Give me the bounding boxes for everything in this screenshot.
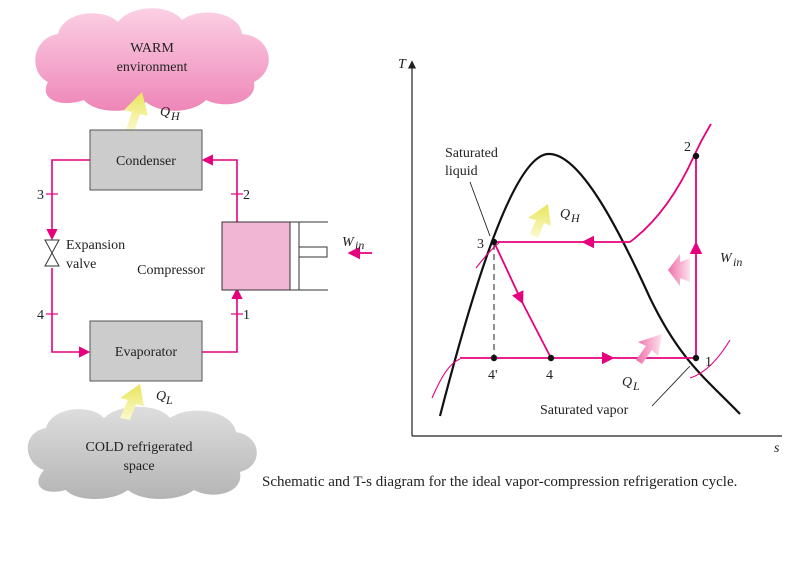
expansion-valve: Expansion valve	[44, 238, 125, 272]
ts-state-4-prime: 4'	[488, 368, 498, 383]
ts-qh-symbol: Q	[560, 207, 570, 222]
axis-t-label: T	[398, 57, 407, 72]
ts-ql-symbol: Q	[622, 375, 632, 390]
ts-win-subscript: in	[733, 255, 742, 269]
qh-subscript: H	[170, 109, 181, 123]
ts-diagram: T s	[398, 57, 782, 456]
schematic-state-4: 4	[37, 308, 44, 323]
ts-qh-subscript: H	[570, 211, 581, 225]
evaporator-box: Evaporator	[89, 320, 203, 382]
ts-ql-subscript: L	[632, 379, 640, 393]
cold-space-line1: COLD refrigerated	[86, 440, 193, 455]
saturated-liquid-line1: Saturated	[445, 146, 498, 161]
schematic: WARM environment COLD refrigerated space…	[27, 8, 372, 499]
condenser-label: Condenser	[116, 154, 176, 169]
schematic-win-symbol: W	[342, 235, 355, 250]
ts-state-1: 1	[705, 355, 712, 370]
ts-ql-heat-arrow: Q L	[622, 334, 662, 393]
ql-heat-arrow: Q L	[120, 384, 173, 420]
state-points	[490, 152, 700, 362]
warm-env-line2: environment	[117, 60, 188, 75]
expansion-valve-line1: Expansion	[66, 238, 125, 253]
saturated-liquid-line2: liquid	[445, 164, 478, 179]
figure-caption: Schematic and T-s diagram for the ideal …	[262, 474, 737, 490]
axis-s-label: s	[774, 441, 780, 456]
compressor-label: Compressor	[137, 263, 205, 278]
ts-win-symbol: W	[720, 251, 733, 266]
schematic-state-1: 1	[243, 308, 250, 323]
compressor: Compressor W in	[137, 221, 372, 291]
qh-symbol: Q	[160, 105, 170, 120]
schematic-state-2: 2	[243, 188, 250, 203]
schematic-state-labels: 3 4 2 1	[37, 188, 250, 323]
cold-space-line2: space	[123, 459, 154, 474]
isobar-curves	[431, 241, 731, 399]
warm-env-line1: WARM	[130, 41, 174, 56]
ts-axes	[407, 60, 782, 437]
condenser-box: Condenser	[89, 129, 203, 191]
expansion-valve-line2: valve	[66, 257, 96, 272]
ts-state-2: 2	[684, 140, 691, 155]
evaporator-label: Evaporator	[115, 345, 178, 360]
saturated-vapor-label: Saturated vapor	[540, 403, 629, 418]
ts-state-3: 3	[477, 237, 484, 252]
schematic-state-3: 3	[37, 188, 44, 203]
ts-win-arrow: W in	[668, 251, 742, 286]
warm-environment-cloud: WARM environment	[35, 8, 269, 111]
ts-state-4: 4	[546, 368, 553, 383]
refrigerant-piping	[46, 154, 243, 358]
qh-heat-arrow: Q H	[124, 92, 181, 132]
ql-symbol: Q	[156, 389, 166, 404]
schematic-win-subscript: in	[355, 238, 364, 252]
ql-subscript: L	[165, 393, 173, 407]
cold-space-cloud: COLD refrigerated space	[27, 406, 257, 499]
ts-qh-heat-arrow: Q H	[528, 204, 581, 238]
